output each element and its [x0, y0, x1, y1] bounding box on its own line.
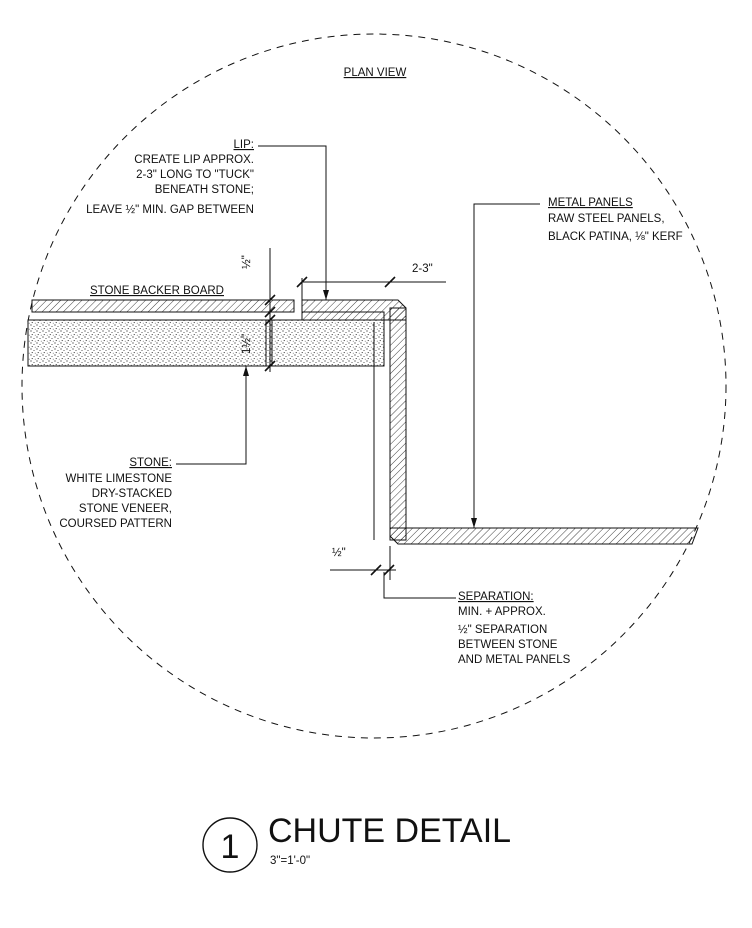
svg-text:LIP:: LIP:: [234, 139, 254, 151]
dim-lip-length: 2-3": [412, 263, 433, 275]
lip-leader: [258, 145, 327, 300]
metal-panel-vertical: [389, 307, 407, 541]
svg-text:DRY-STACKED: DRY-STACKED: [92, 488, 172, 500]
svg-text:STONE:: STONE:: [129, 457, 172, 469]
svg-text:AND METAL PANELS: AND METAL PANELS: [458, 654, 571, 666]
svg-text:BENEATH STONE;: BENEATH STONE;: [155, 184, 254, 196]
detail-title: CHUTE DETAIL: [268, 812, 511, 850]
metal-panels-note: METAL PANELS RAW STEEL PANELS, BLACK PAT…: [548, 197, 683, 243]
dim-stone-gap: 1½": [241, 334, 253, 354]
svg-text:METAL PANELS: METAL PANELS: [548, 197, 633, 209]
svg-text:2-3" LONG TO "TUCK": 2-3" LONG TO "TUCK": [136, 169, 254, 181]
separation-leader: [383, 572, 456, 599]
detail-number: 1: [221, 828, 240, 866]
stone-veneer: [27, 319, 385, 367]
stone-leader: [176, 366, 247, 465]
svg-text:WHITE LIMESTONE: WHITE LIMESTONE: [66, 473, 173, 485]
detail-scale: 3"=1'-0": [270, 855, 310, 867]
svg-text:MIN. + APPROX.: MIN. + APPROX.: [458, 606, 546, 618]
plan-view-label: PLAN VIEW: [344, 67, 407, 79]
stone-note: STONE: WHITE LIMESTONE DRY-STACKED STONE…: [59, 457, 172, 530]
detail-boundary-circle: [21, 33, 727, 739]
stone-backer-board: [31, 299, 295, 313]
svg-text:COURSED PATTERN: COURSED PATTERN: [59, 518, 172, 530]
svg-text:BETWEEN STONE: BETWEEN STONE: [458, 639, 558, 651]
svg-text:RAW STEEL PANELS,: RAW STEEL PANELS,: [548, 213, 665, 225]
stone-backer-board-label: STONE BACKER BOARD: [90, 285, 224, 297]
svg-text:STONE VENEER,: STONE VENEER,: [79, 503, 172, 515]
metal-panels-leader: [473, 203, 540, 528]
svg-text:CREATE LIP APPROX.: CREATE LIP APPROX.: [134, 154, 254, 166]
svg-text:SEPARATION:: SEPARATION:: [458, 591, 534, 603]
svg-text:BLACK PATINA, ⅛" KERF: BLACK PATINA, ⅛" KERF: [548, 231, 683, 243]
separation-note: SEPARATION: MIN. + APPROX. ½" SEPARATION…: [458, 591, 571, 666]
svg-text:LEAVE ½" MIN. GAP BETWEEN: LEAVE ½" MIN. GAP BETWEEN: [86, 204, 254, 216]
svg-text:½" SEPARATION: ½" SEPARATION: [458, 624, 547, 636]
dim-separation: ½": [332, 547, 346, 559]
lip-note: LIP: CREATE LIP APPROX. 2-3" LONG TO "TU…: [86, 139, 254, 216]
metal-panel-bottom: [389, 527, 699, 545]
detail-number-circle: [202, 817, 258, 873]
dim-gap-top: ½": [241, 255, 253, 269]
